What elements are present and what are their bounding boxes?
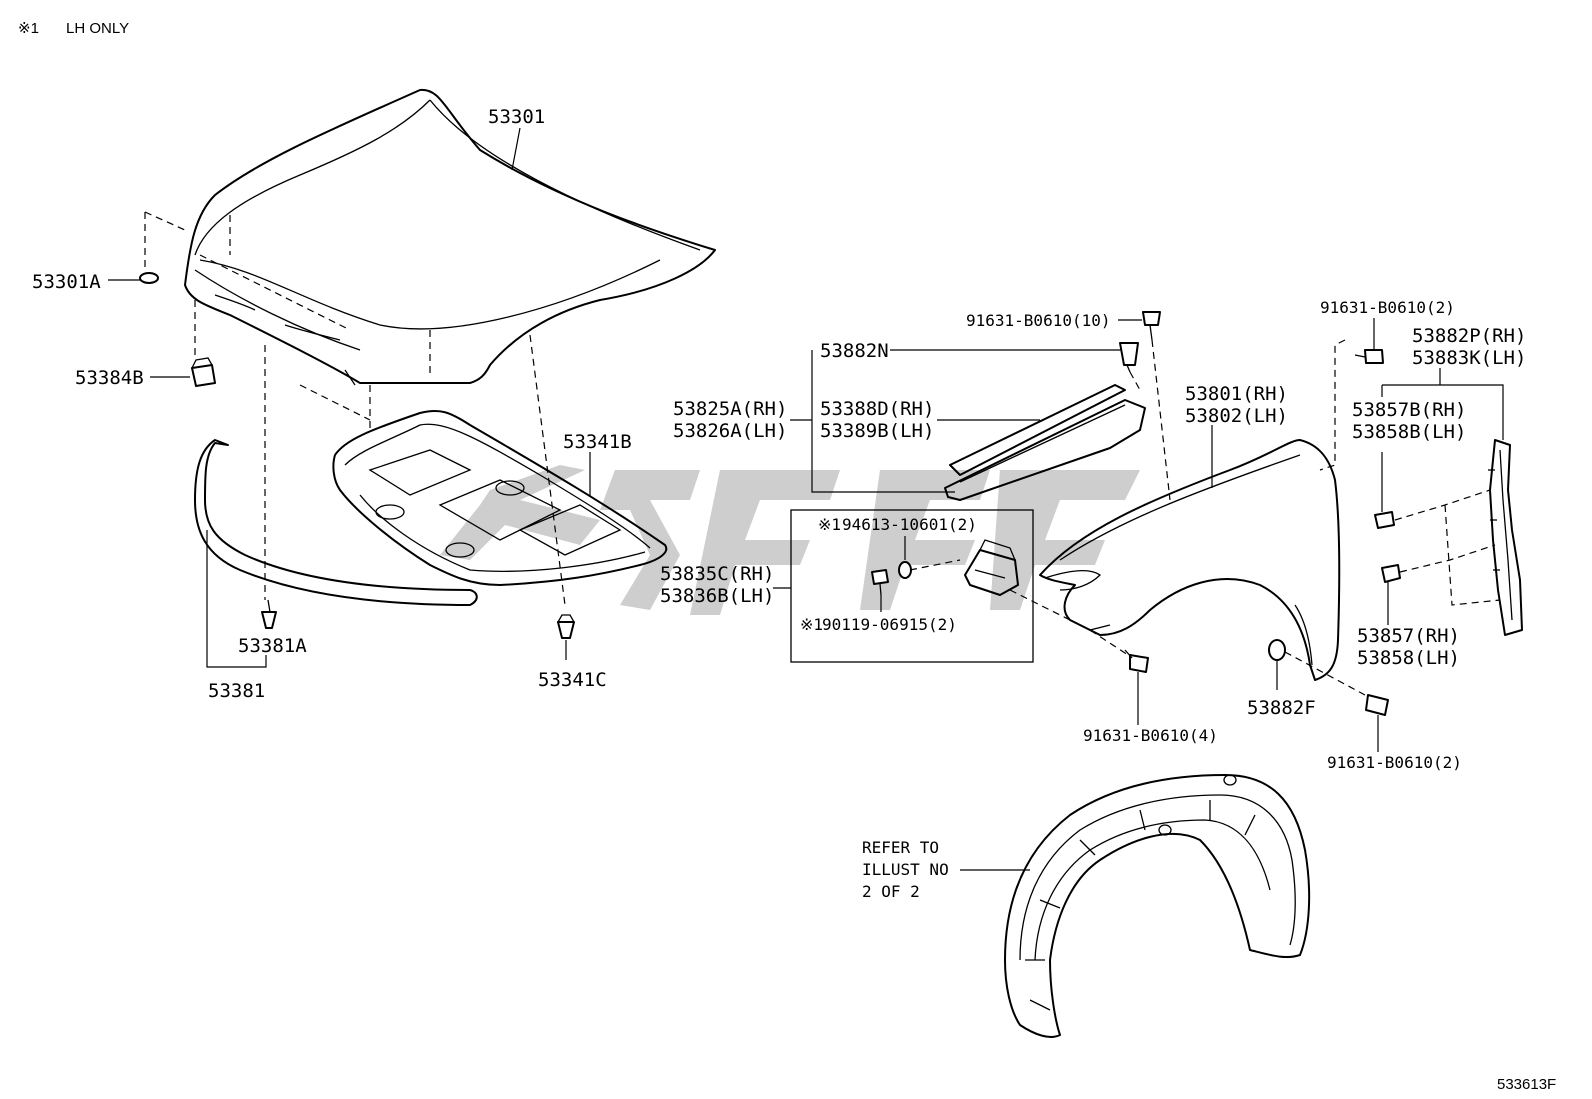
label-bracket-lh: 53836B(LH) [660,585,774,607]
fender-liner-part [1004,774,1311,1038]
header-note-text: LH ONLY [66,20,129,37]
label-washer-mark: ※1 [818,515,841,534]
washer-part [898,561,912,579]
bolt-2-top-part [1354,349,1384,364]
label-clip-rh: 53857(RH) [1357,625,1460,647]
label-insulator: 53341B [563,431,632,453]
label-bolt-2-bottom: 91631-B0610(2) [1327,753,1462,772]
hood-seal-part [194,439,478,606]
label-fender-seal-lh: 53389B(LH) [820,420,934,442]
seal-retainer-clip-part [1119,342,1139,373]
bolt-2-bottom-part [1365,694,1389,716]
label-bracket-rh: 53835C(RH) [660,563,774,585]
fender-panel [1039,439,1341,681]
bolt-10-part [1142,311,1161,341]
hood-seal-clip-part [261,599,277,629]
label-hood-seal-clip: 53381A [238,635,307,657]
clip-part [1381,564,1401,583]
protector-part [1488,439,1523,636]
header-note-mark: ※1 [18,20,39,37]
fender-cushion-part [1268,639,1286,661]
label-bolt-4: 91631-B0610(4) [1083,726,1218,745]
label-clip-lh: 53858(LH) [1357,647,1460,669]
label-fender-rear-seal-rh: 53825A(RH) [673,398,787,420]
fender-seal-part [944,384,1146,501]
label-refer-line3: 2 OF 2 [862,882,920,901]
hood-insulator-part [332,409,668,586]
hood-panel [184,88,716,386]
label-fender-lh: 53802(LH) [1185,405,1288,427]
label-fender-cushion: 53882F [1247,697,1316,719]
watermark-logo [440,465,1140,615]
label-hood: 53301 [488,106,545,128]
bracket-detail-box [790,509,1034,663]
hood-cushion-part [139,272,159,284]
label-protector-lh: 53883K(LH) [1412,347,1526,369]
clip-b-part [1374,511,1395,529]
label-clip-b-lh: 53858B(LH) [1352,421,1466,443]
label-bolt-10: 91631-B0610(10) [966,311,1111,330]
label-hood-seal: 53381 [208,680,265,702]
label-insulator-clip: 53341C [538,669,607,691]
label-washer: 94613-10601(2) [842,515,977,534]
label-protector-rh: 53882P(RH) [1412,325,1526,347]
diagram-id: 533613F [1497,1076,1556,1093]
label-hood-cushion: 53301A [32,271,101,293]
label-fender-rear-seal-lh: 53826A(LH) [673,420,787,442]
label-refer-line2: ILLUST NO [862,860,949,879]
label-fender-seal-rh: 53388D(RH) [820,398,934,420]
label-seal-retainer-clip: 53882N [820,340,889,362]
bracket-part [964,539,1019,596]
insulator-clip-part [556,614,576,639]
hood-bumper-part [190,357,216,387]
label-refer-line1: REFER TO [862,838,939,857]
label-screw-mark: ※1 [800,615,823,634]
label-hood-bumper: 53384B [75,367,144,389]
label-bolt-2-top: 91631-B0610(2) [1320,298,1455,317]
label-screw: 90119-06915(2) [822,615,957,634]
label-clip-b-rh: 53857B(RH) [1352,399,1466,421]
bolt-4-part [1124,649,1149,673]
screw-part [871,569,889,596]
label-fender-rh: 53801(RH) [1185,383,1288,405]
